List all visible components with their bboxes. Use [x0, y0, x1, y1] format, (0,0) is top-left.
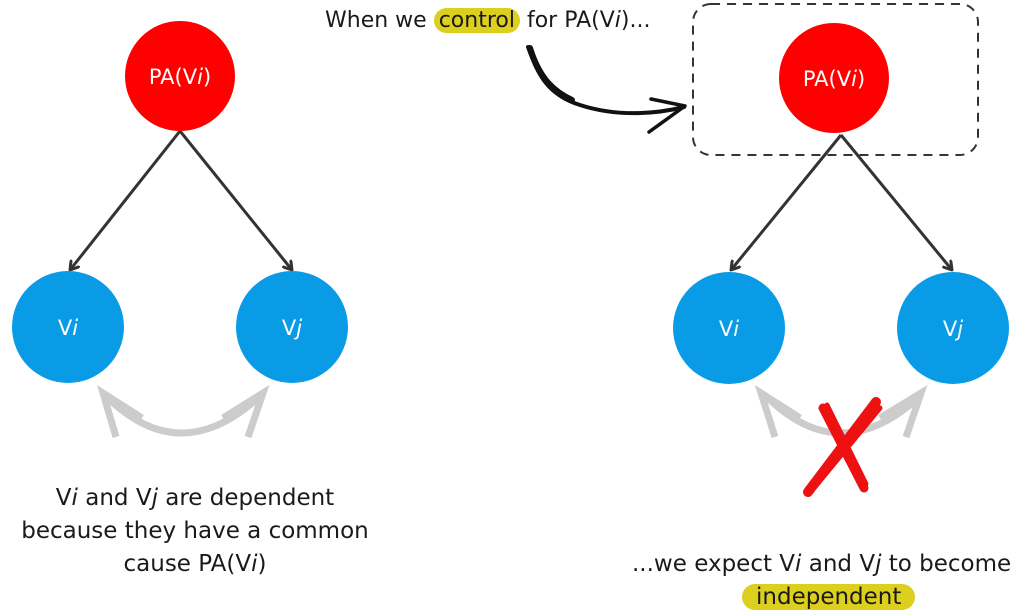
left-panel: PA(Vi) Vi Vj — [12, 21, 348, 439]
right-panel: PA(Vi) Vi Vj — [673, 3, 1009, 497]
dependence-arrow — [96, 384, 270, 439]
control-box — [692, 3, 979, 156]
edge-parent-to-vi — [731, 134, 843, 270]
top-caption-suffix: )... — [620, 8, 651, 33]
top-caption: When we control for PA(Vi)... — [325, 5, 695, 37]
pointer-arrow-icon — [526, 45, 687, 134]
parent-node: PA(Vi) — [125, 21, 235, 131]
parent-node: PA(Vi) — [779, 23, 889, 133]
left-caption-line-3: cause PA(Vi) — [123, 551, 267, 577]
child-node-vj: Vj — [897, 272, 1009, 384]
cross-mark-icon — [803, 397, 883, 497]
highlight-independent: independent — [742, 584, 916, 610]
edge-parent-to-vj — [178, 130, 292, 270]
top-caption-italic-i: i — [614, 8, 621, 33]
edge-parent-to-vj — [839, 134, 952, 270]
child-node-vj: Vj — [236, 271, 348, 383]
child-node-vj-label: Vj — [282, 316, 302, 340]
top-caption-text-after: for PA(V — [519, 8, 615, 33]
top-caption-text-before: When we — [325, 8, 434, 33]
child-node-vi-label: Vi — [719, 317, 739, 341]
child-node-vi: Vi — [12, 271, 124, 383]
child-node-vj-label: Vj — [943, 317, 963, 341]
left-caption-line-2: because they have a common — [21, 518, 369, 544]
left-caption: Vi and Vj are dependent because they hav… — [0, 482, 390, 581]
right-caption-line-1: ...we expect Vi and Vj to become — [632, 551, 1012, 577]
child-node-vi: Vi — [673, 272, 785, 384]
child-node-vi-label: Vi — [58, 316, 78, 340]
parent-node-label: PA(Vi) — [149, 65, 211, 89]
right-caption-line-2: independent — [620, 581, 1034, 614]
right-caption: ...we expect Vi and Vj to become indepen… — [620, 548, 1034, 614]
highlight-control: control — [433, 8, 520, 33]
edge-parent-to-vi — [70, 130, 182, 270]
parent-node-label: PA(Vi) — [803, 67, 865, 91]
left-caption-line-1: Vi and Vj are dependent — [55, 485, 335, 511]
